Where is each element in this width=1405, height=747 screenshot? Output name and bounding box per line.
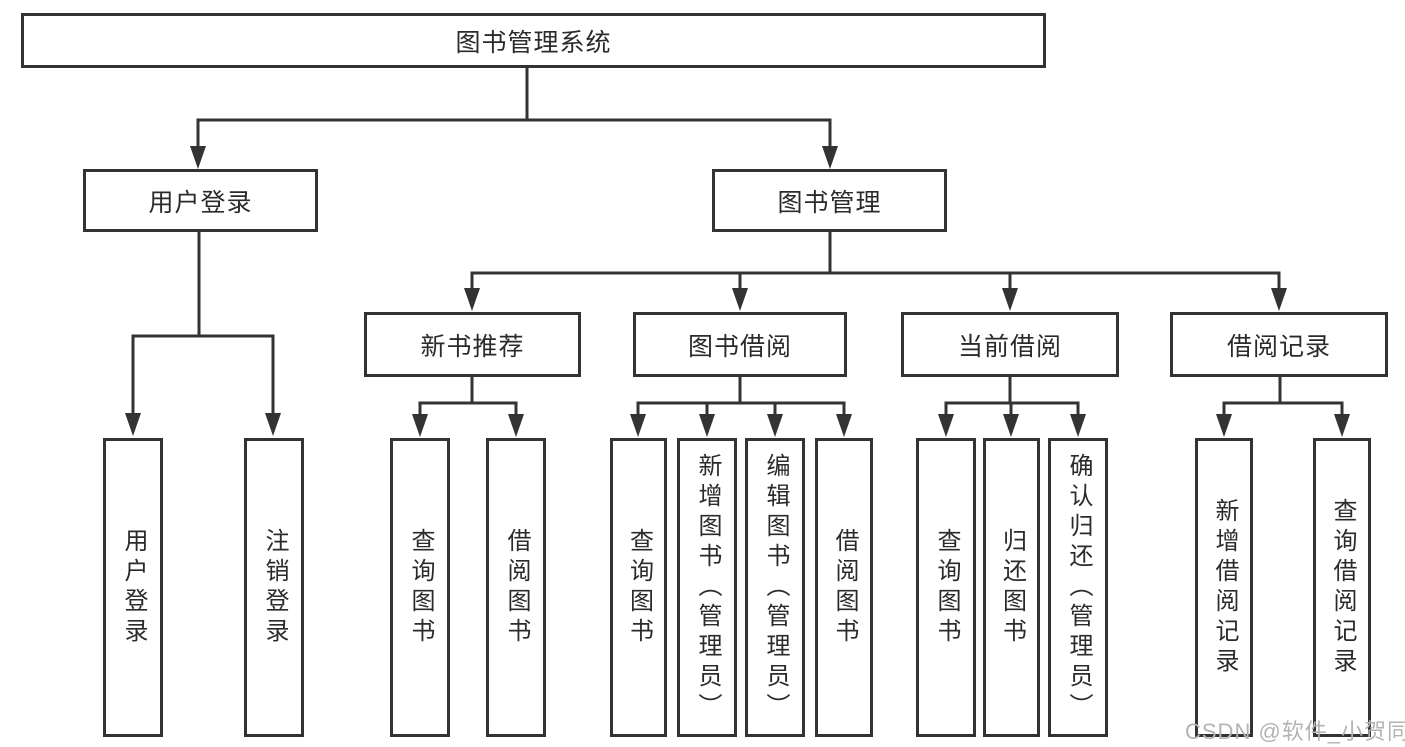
node-user-login-branch-label: 用户登录 xyxy=(148,188,253,217)
node-book-management-branch: 图书管理 xyxy=(712,169,947,232)
node-group-current-borrowing: 当前借阅 xyxy=(901,312,1119,377)
leaf-label: 查询图书 xyxy=(625,527,653,648)
leaf-label: 归还图书 xyxy=(998,527,1026,648)
leaf-label: 编辑图书（管理员） xyxy=(762,452,789,723)
node-leaf-add-borrow-record: 新增借阅记录 xyxy=(1195,438,1253,737)
node-leaf-confirm-return-admin: 确认归还（管理员） xyxy=(1048,438,1108,737)
node-group-borrow-records: 借阅记录 xyxy=(1170,312,1388,377)
leaf-label: 注销登录 xyxy=(261,527,288,648)
leaf-label: 用户登录 xyxy=(120,527,147,648)
leaf-label: 查询图书 xyxy=(933,527,960,648)
leaf-label: 新增借阅记录 xyxy=(1211,497,1238,678)
leaf-label: 查询图书 xyxy=(407,527,434,648)
csdn-watermark: CSDN @软件_小贺同学 xyxy=(1185,719,1405,744)
node-leaf-query-books: 查询图书 xyxy=(610,438,667,737)
leaf-label: 借阅图书 xyxy=(831,527,858,648)
node-leaf-add-books-admin: 新增图书（管理员） xyxy=(677,438,737,737)
group-label: 借阅记录 xyxy=(1226,332,1331,361)
group-label: 当前借阅 xyxy=(957,332,1062,361)
node-group-new-book-recommendation: 新书推荐 xyxy=(364,312,581,377)
node-leaf-query-books: 查询图书 xyxy=(916,438,976,737)
node-leaf-query-books: 查询图书 xyxy=(390,438,450,737)
node-leaf-borrow-books: 借阅图书 xyxy=(815,438,873,737)
leaf-label: 查询借阅记录 xyxy=(1329,497,1356,678)
group-label: 图书借阅 xyxy=(687,332,792,361)
node-book-management-branch-label: 图书管理 xyxy=(777,188,882,217)
leaf-label: 确认归还（管理员） xyxy=(1065,452,1092,723)
node-leaf-user-login: 用户登录 xyxy=(103,438,163,737)
group-label: 新书推荐 xyxy=(420,332,525,361)
leaf-label: 新增图书（管理员） xyxy=(694,452,721,723)
node-root-system: 图书管理系统 xyxy=(21,13,1046,68)
node-user-login-branch: 用户登录 xyxy=(83,169,318,232)
leaf-label: 借阅图书 xyxy=(503,527,530,648)
node-leaf-borrow-books: 借阅图书 xyxy=(486,438,546,737)
node-leaf-edit-books-admin: 编辑图书（管理员） xyxy=(745,438,805,737)
node-leaf-return-books: 归还图书 xyxy=(983,438,1040,737)
node-root-label: 图书管理系统 xyxy=(455,28,612,57)
node-leaf-logout: 注销登录 xyxy=(244,438,304,737)
node-group-book-borrowing: 图书借阅 xyxy=(633,312,847,377)
node-leaf-query-borrow-record: 查询借阅记录 xyxy=(1313,438,1371,737)
